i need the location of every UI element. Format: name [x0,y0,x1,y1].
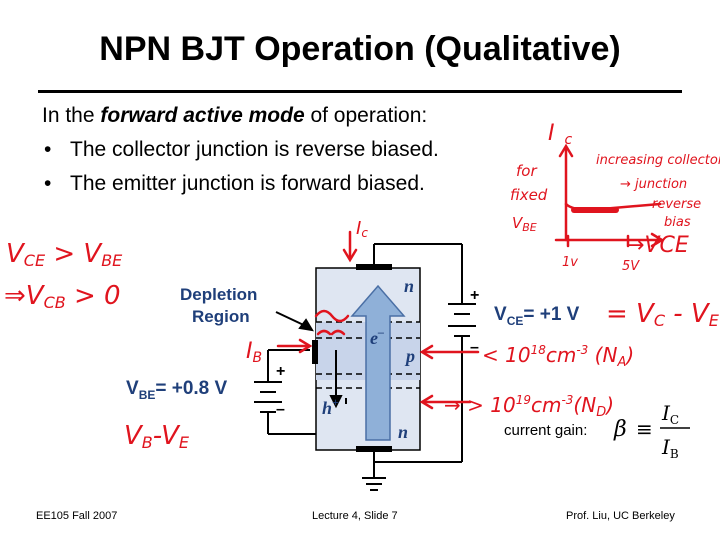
hw-ib: IB [246,339,262,366]
ground-symbol [362,477,386,491]
vbe-battery [254,370,282,418]
footer-course: EE105 Fall 2007 [36,510,118,522]
current-gain-formula: β ≡ IC IB [613,401,690,461]
red-annotations [276,143,665,410]
region-p-base: p [404,346,415,366]
hw-bias: bias [664,215,691,230]
electron-flow-arrow [350,284,406,441]
vce-plus: + [470,287,479,304]
depletion-pointer [275,311,314,332]
footer-author: Prof. Liu, UC Berkeley [566,510,675,522]
vbe-minus: – [276,401,285,418]
vce-label: VCE= +1 V [494,304,580,328]
bullet-collector: •The collector junction is reverse biase… [44,138,439,161]
bullet-emitter-text: The emitter junction is forward biased. [70,172,425,195]
hw-nd: → > 1019cm-3(ND) [444,393,614,420]
current-gain-label: current gain: [504,422,588,439]
bullet-collector-text: The collector junction is reverse biased… [70,138,439,161]
title-underline [38,90,682,93]
depletion-label-1: Depletion [180,285,257,304]
intro-emphasis: forward active mode [100,104,305,127]
depletion-label-2: Region [192,307,250,326]
vce-battery [448,290,476,356]
electron-label: e– [370,325,384,348]
hole-flow-arrows [329,350,347,409]
hw-vbe: VBE [512,214,537,234]
hw-vce-axis: →VCE [626,233,689,258]
hw-1v: 1v [562,255,578,270]
equiv-symbol: ≡ [636,417,653,441]
hw-increasing: increasing collector [596,153,720,168]
hw-reverse: reverse [652,197,701,212]
emitter-contact [356,446,392,452]
hw-fixed: fixed [510,186,548,204]
ib-denominator: IB [661,435,679,461]
intro-after: of operation: [304,104,428,127]
vbe-label: VBE= +0.8 V [126,378,228,402]
hw-vc-minus-ve: = VC - VE [606,299,720,330]
vbe-plus: + [276,363,285,380]
hw-vb-minus-ve: VB-VE [124,421,190,452]
hw-na: < 1018cm-3 (NA) [482,343,634,370]
hw-ic-top: Ic [356,218,368,240]
ic-numerator: IC [661,401,679,427]
beta-symbol: β [613,417,627,442]
bullet-emitter: •The emitter junction is forward biased. [44,172,425,195]
hw-for: for [516,162,537,180]
hw-5v: 5V [622,259,640,274]
base-contact [312,340,318,364]
intro-text: In the forward active mode of operation: [42,104,427,128]
slide-title: NPN BJT Operation (Qualitative) [99,30,621,68]
hw-vcb-gt-0: ⇒VCB > 0 [4,281,121,312]
hw-vce-gt-vbe: VCE > VBE [6,239,123,270]
footer-slide-number: Lecture 4, Slide 7 [312,510,398,522]
intro-before: In the [42,104,101,127]
hole-label: h+ [322,395,339,418]
hw-junction: → junction [620,177,687,192]
vce-minus: – [470,339,479,356]
collector-contact [356,264,392,270]
region-n-emitter: n [398,422,408,442]
region-n-collector: n [404,276,414,296]
